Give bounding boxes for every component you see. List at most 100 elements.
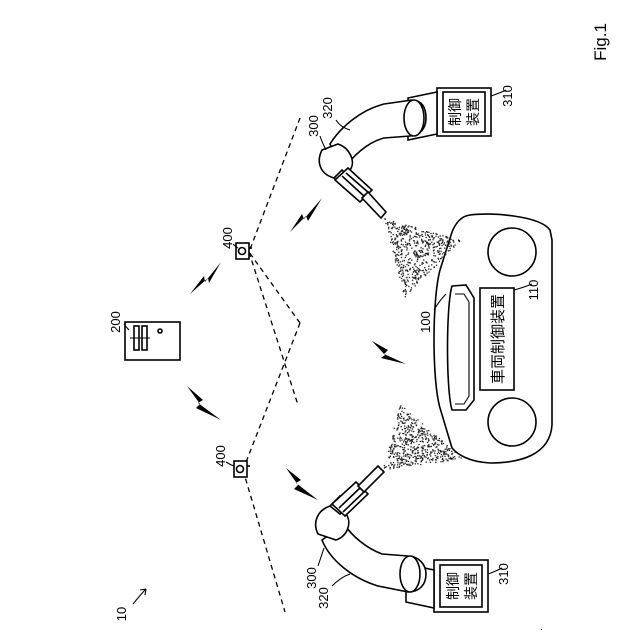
spray-dot <box>447 460 448 461</box>
spray-dot <box>438 449 439 450</box>
spray-dot <box>395 243 396 244</box>
system-ref-label: 10 <box>114 607 129 621</box>
spray-dot <box>433 233 434 234</box>
spray-dot <box>408 420 409 421</box>
spray-dot <box>422 437 423 438</box>
spray-dot <box>414 423 415 424</box>
vehicle-wheel-top <box>488 228 536 276</box>
spray-dot <box>430 243 431 244</box>
spray-dot <box>437 440 438 441</box>
spray-dot <box>405 463 406 464</box>
spray-dot <box>443 460 444 461</box>
spray-dot <box>416 449 417 450</box>
spray-dot <box>426 272 427 273</box>
robot-top-ref-label: 300 <box>306 115 321 137</box>
spray-dot <box>391 445 392 446</box>
spray-dot <box>401 411 402 412</box>
spray-dot <box>422 455 423 456</box>
spray-dot <box>399 434 400 435</box>
spray-dot <box>411 260 412 261</box>
spray-dot <box>436 446 437 447</box>
spray-dot <box>439 251 440 252</box>
spray-dot <box>445 254 446 255</box>
spray-dot <box>454 456 455 457</box>
spray-dot <box>403 418 404 419</box>
spray-dot <box>408 425 409 426</box>
spray-dot <box>398 248 399 249</box>
spray-dot <box>428 253 429 254</box>
spray-dot <box>403 451 404 452</box>
spray-dot <box>408 438 409 439</box>
spray-dot <box>443 454 444 455</box>
spray-dot <box>407 441 408 442</box>
spray-dot <box>414 236 415 237</box>
spray-dot <box>451 458 452 459</box>
spray-dot <box>390 449 391 450</box>
controller-top-ref-label: 310 <box>500 85 515 107</box>
spray-dot <box>405 454 406 455</box>
spray-dot <box>442 242 443 243</box>
spray-dot <box>417 455 418 456</box>
spray-dot <box>449 246 450 247</box>
spray-dot <box>404 440 405 441</box>
spray-dot <box>402 429 403 430</box>
spray-dot <box>423 254 424 255</box>
spray-dot <box>427 432 428 433</box>
spray-dot <box>438 452 439 453</box>
spray-dot <box>423 428 424 429</box>
spray-dot <box>401 458 402 459</box>
spray-dot <box>403 279 404 280</box>
spray-dot <box>418 452 419 453</box>
spray-dot <box>388 227 389 228</box>
spray-dot <box>399 417 400 418</box>
spray-dot <box>405 229 406 230</box>
spray-dot <box>417 463 418 464</box>
spray-dot <box>405 289 406 290</box>
spray-dot <box>390 453 391 454</box>
spray-dot <box>427 248 428 249</box>
spray-dot <box>451 453 452 454</box>
vehicle-control-device-text: 車両制御装置 <box>490 294 507 384</box>
spray-dot <box>430 239 431 240</box>
spray-dot <box>398 255 399 256</box>
spray-dot <box>393 466 394 467</box>
spray-dot <box>408 243 409 244</box>
spray-dot <box>414 242 415 243</box>
spray-dot <box>423 231 424 232</box>
spray-dot <box>417 241 418 242</box>
spray-dot <box>399 464 400 465</box>
spray-dot <box>453 457 454 458</box>
spray-dot <box>393 221 394 222</box>
spray-dot <box>408 274 409 275</box>
spray-dot <box>437 246 438 247</box>
spray-dot <box>415 278 416 279</box>
spray-dot <box>401 249 402 250</box>
spray-dot <box>416 439 417 440</box>
spray-dot <box>398 229 399 230</box>
spray-dot <box>428 239 429 240</box>
spray-dot <box>393 244 394 245</box>
spray-dot <box>441 443 442 444</box>
spray-dot <box>408 286 409 287</box>
spray-dot <box>394 243 395 244</box>
spray-dot <box>391 228 392 229</box>
spray-dot <box>413 252 414 253</box>
spray-dot <box>399 456 400 457</box>
spray-dot <box>429 446 430 447</box>
spray-dot <box>453 241 454 242</box>
spray-dot <box>400 462 401 463</box>
spray-dot <box>414 240 415 241</box>
spray-dot <box>401 280 402 281</box>
spray-dot <box>407 254 408 255</box>
spray-dot <box>411 287 412 288</box>
spray-dot <box>427 458 428 459</box>
spray-dot <box>422 448 423 449</box>
spray-dot <box>429 459 430 460</box>
spray-dot <box>402 444 403 445</box>
spray-dot <box>422 447 423 448</box>
spray-dot <box>415 275 416 276</box>
spray-dot <box>402 408 403 409</box>
spray-dot <box>448 456 449 457</box>
spray-dot <box>396 467 397 468</box>
controller-bottom-ref-label: 310 <box>496 563 511 585</box>
